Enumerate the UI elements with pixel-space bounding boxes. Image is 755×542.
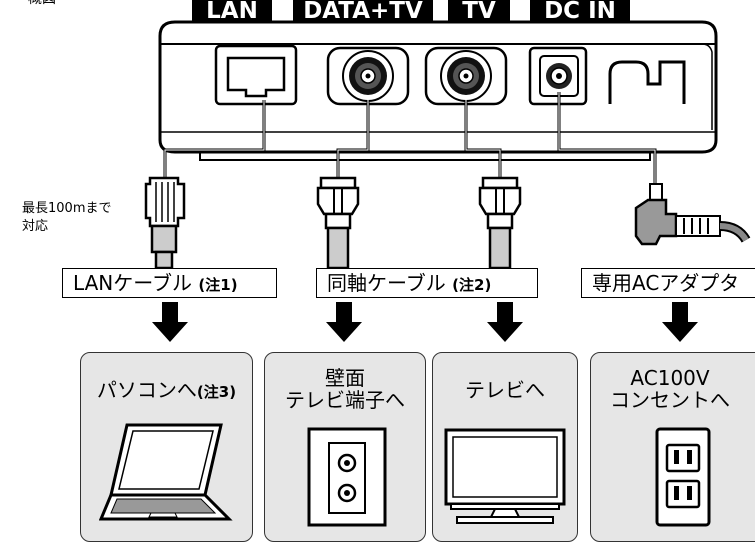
cable-label-lan: LANケーブル (注1) xyxy=(62,268,277,298)
down-arrows xyxy=(152,302,698,342)
port-tag-lan: LAN xyxy=(192,0,272,22)
arrow-down-icon xyxy=(487,302,523,342)
port-tag-data-tv: DATA+TV xyxy=(293,0,433,22)
laptop-icon xyxy=(99,423,233,521)
cable-label-coax: 同軸ケーブル (注2) xyxy=(316,268,538,298)
cable-label-ac-adapter: 専用ACアダプタ xyxy=(581,268,755,298)
arrow-down-icon xyxy=(662,302,698,342)
destination-tv-label: テレビへ xyxy=(465,378,545,402)
destination-ac-label-line2: コンセントへ xyxy=(610,388,730,412)
wall-tv-outlet-icon xyxy=(307,427,387,527)
destination-wall-label-line2: テレビ端子へ xyxy=(285,388,405,412)
ac-outlet-icon xyxy=(655,427,711,527)
destination-wall-tv-outlet: 壁面 テレビ端子へ xyxy=(264,352,426,542)
distance-note: 最長100mまで 対応 xyxy=(22,201,112,234)
lan-connector-icon xyxy=(144,176,186,270)
coax-port-data-tv-icon xyxy=(326,46,410,106)
arrow-down-icon xyxy=(326,302,362,342)
lan-port-icon xyxy=(214,44,298,106)
dc-in-port-icon xyxy=(528,46,588,106)
figure-caption: 概図 xyxy=(28,0,56,8)
ac-adapter-plug-icon xyxy=(634,183,751,246)
cable-lines-inner xyxy=(164,92,656,196)
destination-wall-label-line1: 壁面 xyxy=(325,366,365,390)
arrow-down-icon xyxy=(152,302,188,342)
coax-port-tv-icon xyxy=(424,46,508,106)
destination-ac-outlet: AC100V コンセントへ xyxy=(590,352,755,542)
connection-diagram xyxy=(144,20,751,342)
port-tag-dc-in: DC IN xyxy=(530,0,630,22)
destination-pc: パソコンへ(注3) xyxy=(80,352,253,542)
coax-connector-1-icon xyxy=(316,176,360,270)
tv-icon xyxy=(444,428,566,524)
destination-ac-label-line1: AC100V xyxy=(630,366,710,390)
port-tag-tv: TV xyxy=(448,0,510,22)
destination-tv: テレビへ xyxy=(432,352,578,542)
coax-connector-2-icon xyxy=(478,176,522,270)
vent-slot xyxy=(608,60,686,104)
destination-pc-label: パソコンへ(注3) xyxy=(96,378,237,402)
